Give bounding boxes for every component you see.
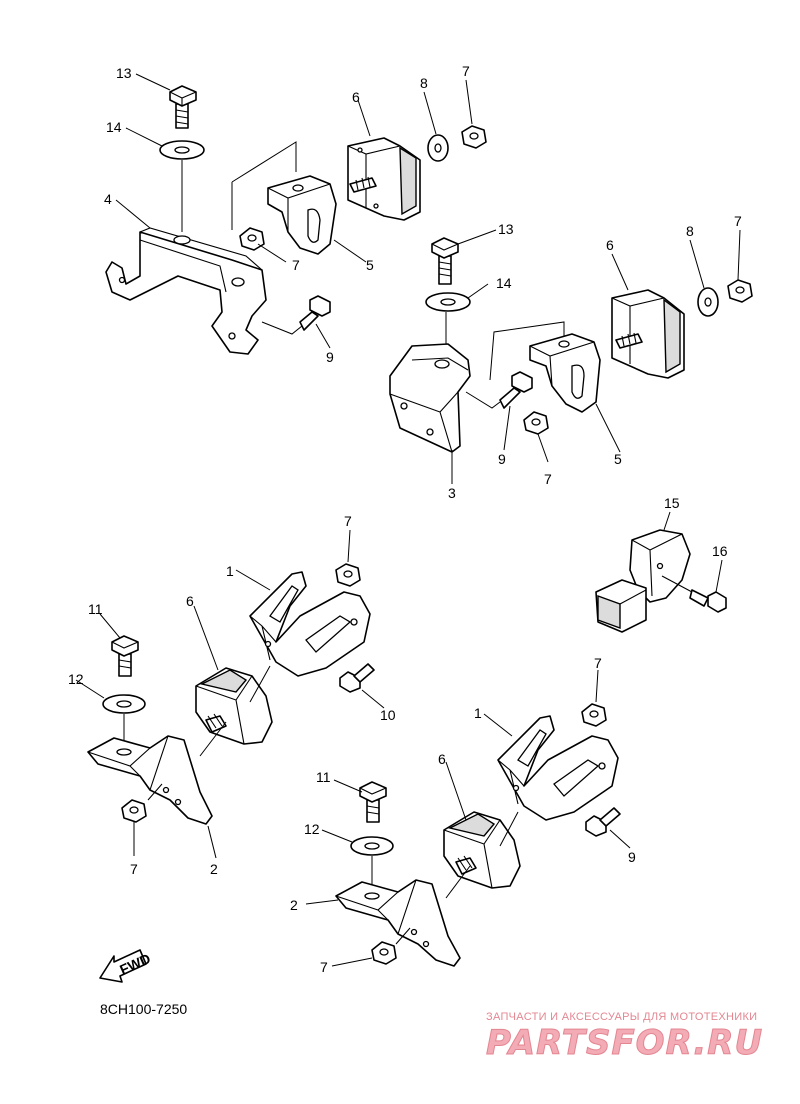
callout-6: 6 [438,751,446,767]
nut-7-g [581,703,607,727]
bolt-13-b [431,237,459,285]
callout-7: 7 [292,257,300,273]
callout-14: 14 [106,119,122,135]
callout-8: 8 [686,223,694,239]
callout-5: 5 [614,451,622,467]
mount-6-a [347,137,421,221]
bracket-1-a [249,571,371,677]
watermark-logo: ЗАПЧАСТИ И АКСЕССУАРЫ ДЛЯ МОТОТЕХНИКИ PA… [486,1011,763,1064]
callout-8: 8 [420,75,428,91]
group-c [595,529,727,633]
diagram-code: 8CH100-7250 [100,1001,187,1017]
nut-7-d [523,411,549,435]
bracket-2-a [87,735,213,825]
callout-7: 7 [594,655,602,671]
callout-7: 7 [320,959,328,975]
callout-7: 7 [544,471,552,487]
mount-6-b [611,289,685,379]
callout-15: 15 [664,495,680,511]
callout-9: 9 [326,349,334,365]
callout-4: 4 [104,191,112,207]
callout-2: 2 [290,897,298,913]
callout-5: 5 [366,257,374,273]
bolt-10 [339,663,375,693]
callout-2: 2 [210,861,218,877]
washer-14-a [159,140,205,160]
group-d [87,563,375,825]
bracket-4 [105,227,267,355]
bolt-11-b [359,781,387,823]
nut-7-f [121,799,147,823]
callout-9: 9 [498,451,506,467]
callout-3: 3 [448,485,456,501]
callout-7: 7 [344,513,352,529]
bolt-16 [689,589,727,613]
watermark-tagline: ЗАПЧАСТИ И АКСЕССУАРЫ ДЛЯ МОТОТЕХНИКИ [486,1011,757,1023]
callout-12: 12 [304,821,320,837]
group-b [389,237,753,453]
callout-7: 7 [462,63,470,79]
nut-7-c [727,279,753,303]
bolt-9-b [499,371,533,409]
callout-13: 13 [498,221,514,237]
callout-leaders [75,73,741,967]
bolt-13-a [169,85,197,129]
washer-12-b [350,836,394,856]
nut-7-b [239,227,265,251]
bracket-1-b [497,715,619,821]
callout-10: 10 [380,707,396,723]
washer-8-a [427,134,449,162]
mount-6-d [443,811,521,889]
bracket-3 [389,343,471,453]
callout-9: 9 [628,849,636,865]
washer-14-b [425,292,471,312]
fwd-arrow-icon: FWD [99,949,153,983]
nut-7-e [335,563,361,587]
callout-14: 14 [496,275,512,291]
mount-6-c [195,667,273,745]
callout-6: 6 [606,237,614,253]
callout-numbers: 13 14 4 6 8 7 7 5 9 13 14 6 8 7 3 9 7 5 … [68,63,742,975]
callout-13: 13 [116,65,132,81]
callout-7: 7 [130,861,138,877]
bolt-11-a [111,635,139,677]
bracket-2-b [335,879,461,967]
fwd-label: FWD [117,950,153,978]
callout-16: 16 [712,543,728,559]
callout-6: 6 [352,89,360,105]
bolt-9-c [585,807,621,837]
bracket-5-a [267,175,337,255]
bracket-5-b [529,333,601,413]
group-a [105,85,487,355]
callout-12: 12 [68,671,84,687]
washer-12-a [102,694,146,714]
callout-11: 11 [88,601,103,617]
bracket-15 [595,529,691,633]
nut-7-a [461,125,487,149]
callout-6: 6 [186,593,194,609]
callout-7: 7 [734,213,742,229]
callout-11: 11 [316,769,331,785]
nut-7-h [371,941,397,965]
group-e [335,703,621,967]
callout-1: 1 [474,705,482,721]
callout-1: 1 [226,563,234,579]
watermark-brand: PARTSFOR.RU [486,1023,763,1063]
washer-8-b [697,287,719,317]
bolt-9-a [299,295,331,331]
